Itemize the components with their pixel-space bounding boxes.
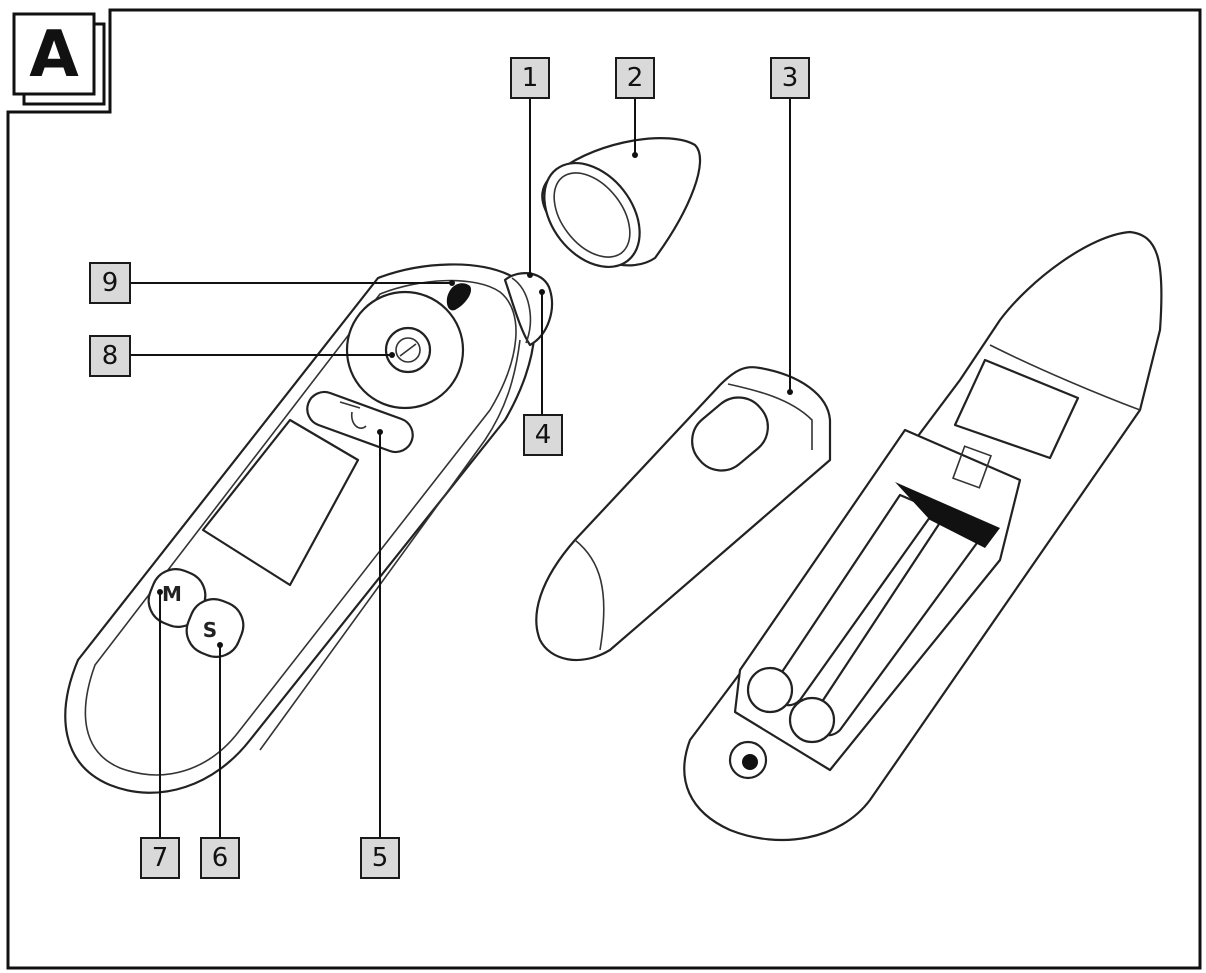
probe-cover — [541, 137, 702, 269]
batteries — [746, 482, 1000, 744]
callout-1: 1 — [510, 57, 550, 99]
scan-button-label: S — [203, 618, 217, 642]
scan-button[interactable] — [179, 592, 250, 664]
battery-contact — [895, 482, 1000, 548]
mode-switch-icon — [339, 401, 367, 429]
callout-4: 4 — [523, 414, 563, 456]
protective-cap-edge — [574, 539, 605, 651]
outer-frame — [6, 8, 1202, 970]
power-symbol-line — [399, 343, 417, 357]
panel-letter: A — [29, 18, 79, 92]
thermometer-body-inner — [84, 279, 517, 776]
panel-letter-box — [12, 12, 96, 96]
callout-2: 2 — [615, 57, 655, 99]
callout-8: 8 — [89, 335, 131, 377]
thermometer-side-edge — [259, 339, 521, 751]
thermometer-back — [683, 230, 1163, 842]
callout-5: 5 — [360, 837, 400, 879]
callout-3-label: 3 — [782, 63, 799, 93]
mode-switch[interactable] — [303, 387, 418, 457]
callout-9: 9 — [89, 262, 131, 304]
callout-2-label: 2 — [627, 63, 644, 93]
leader-lines — [130, 98, 793, 838]
protective-cap-window — [691, 396, 769, 472]
callout-1-label: 1 — [522, 63, 539, 93]
probe-cover-opening — [543, 161, 641, 269]
battery-end-1 — [746, 666, 794, 714]
callout-5-label: 5 — [372, 843, 389, 873]
screw-hole-center — [742, 754, 758, 770]
back-window — [953, 358, 1080, 460]
battery-end-2 — [788, 696, 836, 744]
probe-cover-opening-inner — [553, 172, 631, 258]
protective-cap — [535, 366, 832, 662]
callout-3: 3 — [770, 57, 810, 99]
callout-9-label: 9 — [102, 268, 119, 298]
indicator-led — [446, 283, 472, 311]
thermometer-front: M S — [64, 263, 554, 794]
callout-4-label: 4 — [535, 420, 552, 450]
callout-7-label: 7 — [152, 843, 169, 873]
panel-letter-offset — [22, 22, 106, 106]
callout-7: 7 — [140, 837, 180, 879]
callout-6-label: 6 — [212, 843, 229, 873]
thermometer-back-probe-line — [989, 344, 1141, 411]
callout-8-label: 8 — [102, 341, 119, 371]
lcd-display — [201, 418, 360, 587]
probe-ring — [511, 277, 532, 344]
callout-6: 6 — [200, 837, 240, 879]
strap-slot — [952, 445, 992, 489]
protective-cap-inner-edge — [727, 383, 813, 450]
power-button-inner — [395, 337, 421, 363]
memory-button-label: M — [162, 582, 182, 606]
